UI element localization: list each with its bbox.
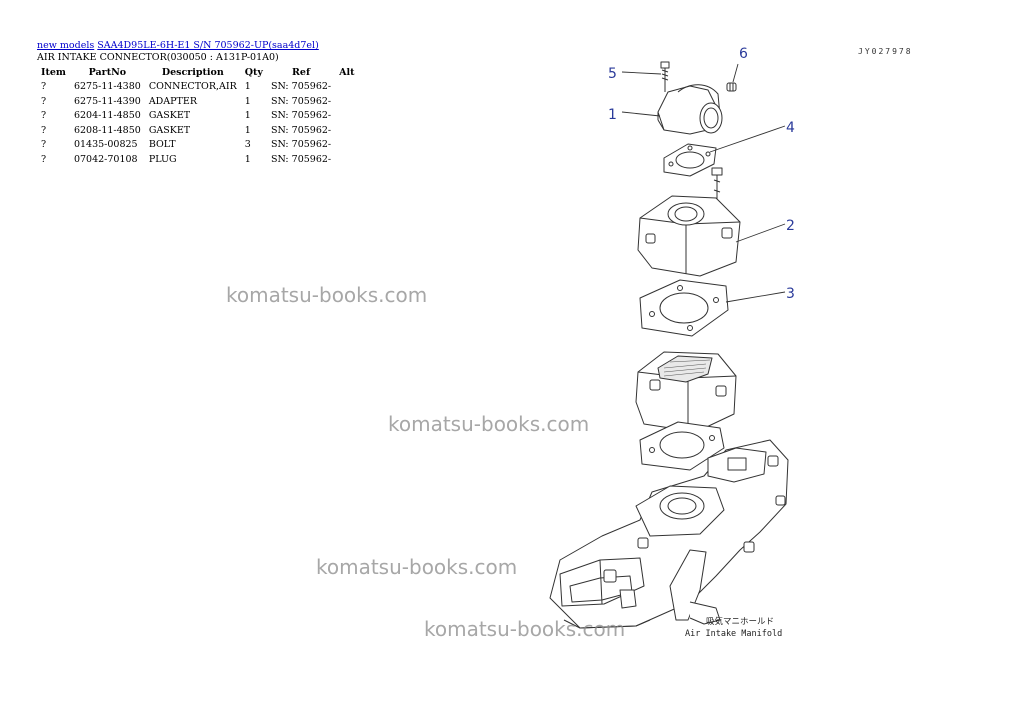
lower-gasket xyxy=(639,421,725,471)
gasket-part-3 xyxy=(639,279,729,337)
col-header-item: Item xyxy=(41,67,66,78)
breadcrumb-link-new-models[interactable]: new models xyxy=(37,40,95,51)
cell-item: ? xyxy=(41,95,47,107)
col-header-partno: PartNo xyxy=(88,67,127,78)
table-row: ? 6275-11-4390 ADAPTER 1 SN: 705962- xyxy=(37,95,359,110)
cell-partno: 6204-11-4850 xyxy=(73,110,141,122)
cell-ref: SN: 705962- xyxy=(270,95,332,107)
page-title: AIR INTAKE CONNECTOR(030050 : A131P-01A0… xyxy=(37,52,279,63)
cell-ref: SN: 705962- xyxy=(270,110,332,122)
cell-qty: 3 xyxy=(244,139,251,151)
cell-alt xyxy=(335,138,358,153)
cell-description: PLUG xyxy=(148,153,177,165)
cell-description: BOLT xyxy=(148,139,176,151)
table-row: ? 07042-70108 PLUG 1 SN: 705962- xyxy=(37,153,359,168)
cell-partno: 6275-11-4380 xyxy=(73,81,141,93)
cell-alt xyxy=(335,95,358,110)
cell-partno: 07042-70108 xyxy=(73,153,138,165)
cell-description: GASKET xyxy=(148,110,191,122)
cell-alt xyxy=(335,80,358,95)
watermark-1: komatsu-books.com xyxy=(226,283,428,307)
callout-leaders xyxy=(621,63,786,303)
cell-description: CONNECTOR,AIR xyxy=(148,81,237,93)
cell-partno: 01435-00825 xyxy=(73,139,138,151)
watermark-3: komatsu-books.com xyxy=(316,555,518,579)
cell-item: ? xyxy=(41,81,47,93)
cell-ref: SN: 705962- xyxy=(270,153,332,165)
cell-qty: 1 xyxy=(244,81,251,93)
callout-5: 5 xyxy=(608,66,617,82)
cell-item: ? xyxy=(41,124,47,136)
table-row: ? 6275-11-4380 CONNECTOR,AIR 1 SN: 70596… xyxy=(37,80,359,95)
cell-item: ? xyxy=(41,139,47,151)
intake-manifold xyxy=(549,439,789,629)
callout-1: 1 xyxy=(608,107,617,123)
cell-ref: SN: 705962- xyxy=(270,139,332,151)
intake-heater-block xyxy=(635,351,737,433)
cell-qty: 1 xyxy=(244,124,251,136)
cell-partno: 6275-11-4390 xyxy=(73,95,141,107)
cell-description: ADAPTER xyxy=(148,95,197,107)
cell-item: ? xyxy=(41,110,47,122)
callout-3: 3 xyxy=(786,286,795,302)
watermark-4: komatsu-books.com xyxy=(424,617,626,641)
col-header-ref: Ref xyxy=(292,67,311,78)
cell-partno: 6208-11-4850 xyxy=(73,124,141,136)
cell-item: ? xyxy=(41,153,47,165)
air-connector-part-1 xyxy=(657,84,723,135)
adapter-part-2 xyxy=(637,195,741,277)
exploded-parts-diagram: JY027978 xyxy=(549,46,913,639)
cell-alt xyxy=(335,109,358,124)
breadcrumb: new models SAA4D95LE-6H-E1 S/N 705962-UP… xyxy=(37,40,319,52)
col-header-description: Description xyxy=(161,67,224,78)
table-row: ? 01435-00825 BOLT 3 SN: 705962- xyxy=(37,138,359,153)
gasket-part-4 xyxy=(663,143,717,177)
bolt-part-5 xyxy=(660,61,670,92)
cell-ref: SN: 705962- xyxy=(270,81,332,93)
breadcrumb-link-model[interactable]: SAA4D95LE-6H-E1 S/N 705962-UP(saa4d7el) xyxy=(97,40,319,51)
drawing-id-label: JY027978 xyxy=(858,47,913,56)
callout-4: 4 xyxy=(786,120,795,136)
cell-ref: SN: 705962- xyxy=(270,124,332,136)
manifold-caption-jp: 吸気マニホールド xyxy=(706,616,774,627)
table-row: ? 6208-11-4850 GASKET 1 SN: 705962- xyxy=(37,124,359,139)
col-header-qty: Qty xyxy=(244,67,263,78)
manifold-caption-en: Air Intake Manifold xyxy=(685,629,782,639)
callout-2: 2 xyxy=(786,218,795,234)
table-header-row: Item PartNo Description Qty Ref Alt xyxy=(37,66,359,80)
cell-qty: 1 xyxy=(244,95,251,107)
parts-table: Item PartNo Description Qty Ref Alt ? 62… xyxy=(37,66,359,167)
watermark-2: komatsu-books.com xyxy=(388,412,590,436)
cell-description: GASKET xyxy=(148,124,191,136)
col-header-alt: Alt xyxy=(339,67,355,78)
callout-6: 6 xyxy=(739,46,748,62)
cell-qty: 1 xyxy=(244,110,251,122)
table-row: ? 6204-11-4850 GASKET 1 SN: 705962- xyxy=(37,109,359,124)
cell-qty: 1 xyxy=(244,153,251,165)
plug-part-6 xyxy=(726,82,737,92)
cell-alt xyxy=(335,153,358,168)
cell-alt xyxy=(335,124,358,139)
